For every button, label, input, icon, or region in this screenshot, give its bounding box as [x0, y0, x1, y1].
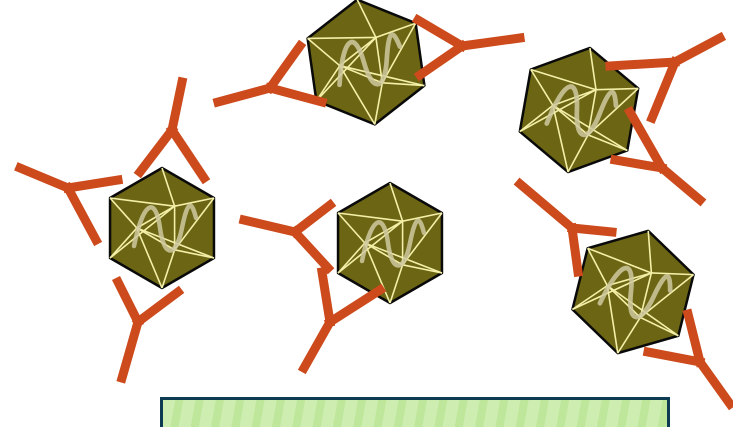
virus-left [110, 168, 214, 288]
antibody-left-top-y-icon [140, 82, 204, 178]
antibody-left-side-y-icon [20, 168, 118, 240]
virus-antibody-diagram [0, 0, 733, 416]
antibody-center-left-y-icon [244, 205, 330, 268]
antibody-left-bottom-y-icon [118, 282, 178, 378]
caption-panel [160, 397, 670, 427]
capsids-layer [110, 0, 701, 366]
virus-center [338, 183, 442, 303]
virus-top-center [303, 0, 429, 132]
virus-bottom-right [565, 218, 701, 367]
antibody-top-center-left-y-icon [218, 46, 322, 102]
antibody-top-center-right-y-icon [418, 20, 520, 75]
